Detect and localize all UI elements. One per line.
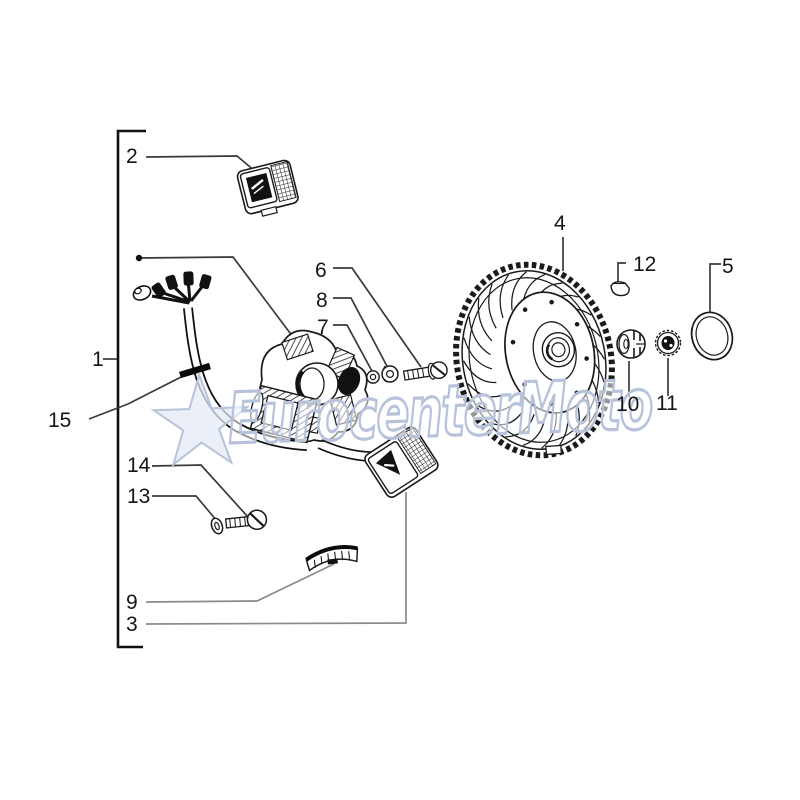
callout-13: 13 bbox=[127, 485, 150, 508]
callout-8: 8 bbox=[316, 289, 328, 312]
callout-15: 15 bbox=[48, 409, 71, 432]
screw-14 bbox=[224, 509, 268, 530]
assembly-bracket bbox=[116, 129, 146, 649]
nut-11 bbox=[654, 329, 682, 357]
bush-10 bbox=[616, 329, 646, 359]
callout-5: 5 bbox=[722, 255, 734, 278]
nut-8 bbox=[381, 365, 399, 383]
callout-9: 9 bbox=[126, 591, 138, 614]
woodruff-key-12 bbox=[610, 281, 630, 297]
watermark-text: EurocenterMoto bbox=[227, 363, 654, 460]
washer-13 bbox=[210, 517, 224, 535]
leader-stator-dot bbox=[138, 256, 297, 342]
wiring-harness bbox=[132, 271, 308, 451]
leader-15 bbox=[88, 374, 186, 420]
washer-7 bbox=[366, 370, 380, 384]
watermark: ★ EurocenterMoto bbox=[143, 347, 655, 495]
leader-12 bbox=[617, 262, 626, 282]
watermark-star-icon: ★ bbox=[144, 348, 258, 494]
stator-dark-pole bbox=[337, 366, 361, 396]
stator-assembly bbox=[249, 329, 373, 462]
callout-6: 6 bbox=[315, 259, 327, 282]
connector-block-2 bbox=[236, 159, 299, 217]
leader-6 bbox=[333, 267, 422, 368]
leader-3 bbox=[145, 492, 407, 625]
callout-7: 7 bbox=[317, 316, 329, 339]
callout-14: 14 bbox=[127, 454, 151, 477]
callout-2: 2 bbox=[126, 145, 138, 168]
callout-12: 12 bbox=[633, 253, 656, 276]
leader-5 bbox=[709, 263, 721, 316]
bolt-6 bbox=[402, 361, 448, 381]
leader-13 bbox=[152, 495, 218, 522]
callout-3: 3 bbox=[126, 613, 138, 636]
rivet-holes bbox=[510, 299, 589, 406]
callout-labels: 1 2 3 4 5 6 7 8 9 10 11 12 13 14 15 bbox=[48, 145, 734, 636]
flywheel bbox=[453, 261, 615, 459]
cap-5 bbox=[690, 311, 734, 361]
callout-4: 4 bbox=[554, 212, 566, 235]
ht-coil bbox=[249, 384, 319, 444]
clamp-9 bbox=[305, 545, 359, 572]
leader-dot bbox=[135, 254, 143, 262]
leader-9 bbox=[145, 563, 335, 603]
cable-tie bbox=[179, 362, 211, 379]
callout-1: 1 bbox=[92, 348, 104, 371]
leader-14 bbox=[151, 464, 249, 518]
leader-8 bbox=[333, 297, 390, 371]
callout-10: 10 bbox=[616, 393, 639, 416]
leader-lines bbox=[88, 155, 721, 625]
bullet-terminal bbox=[132, 285, 152, 301]
connector-block-3 bbox=[364, 426, 439, 498]
callout-11: 11 bbox=[656, 392, 678, 415]
leader-7 bbox=[333, 324, 374, 374]
